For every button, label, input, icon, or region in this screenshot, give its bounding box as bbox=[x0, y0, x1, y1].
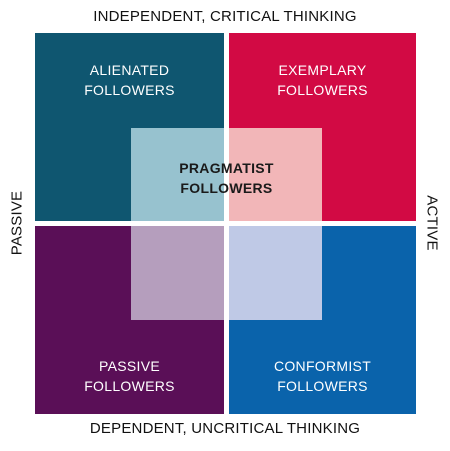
quadrant-label-alienated: ALIENATED FOLLOWERS bbox=[84, 62, 175, 98]
axis-label-bottom: DEPENDENT, UNCRITICAL THINKING bbox=[89, 420, 361, 437]
quadrant-label-exemplary: EXEMPLARY FOLLOWERS bbox=[277, 62, 368, 98]
pragmatist-overlay-bottom-right bbox=[229, 226, 322, 320]
center-label-pragmatist: PRAGMATIST FOLLOWERS bbox=[179, 160, 274, 196]
axis-label-top: INDEPENDENT, CRITICAL THINKING bbox=[93, 8, 357, 25]
pragmatist-overlay-top-left bbox=[131, 128, 224, 221]
pragmatist-overlay-top-right bbox=[229, 128, 322, 221]
axis-label-left: PASSIVE bbox=[8, 190, 26, 256]
pragmatist-overlay-bottom-left bbox=[131, 226, 224, 320]
axis-label-right: ACTIVE bbox=[423, 195, 441, 251]
quadrant-label-conformist: CONFORMIST FOLLOWERS bbox=[273, 358, 372, 394]
quadrant-label-passive: PASSIVE FOLLOWERS bbox=[84, 358, 175, 394]
